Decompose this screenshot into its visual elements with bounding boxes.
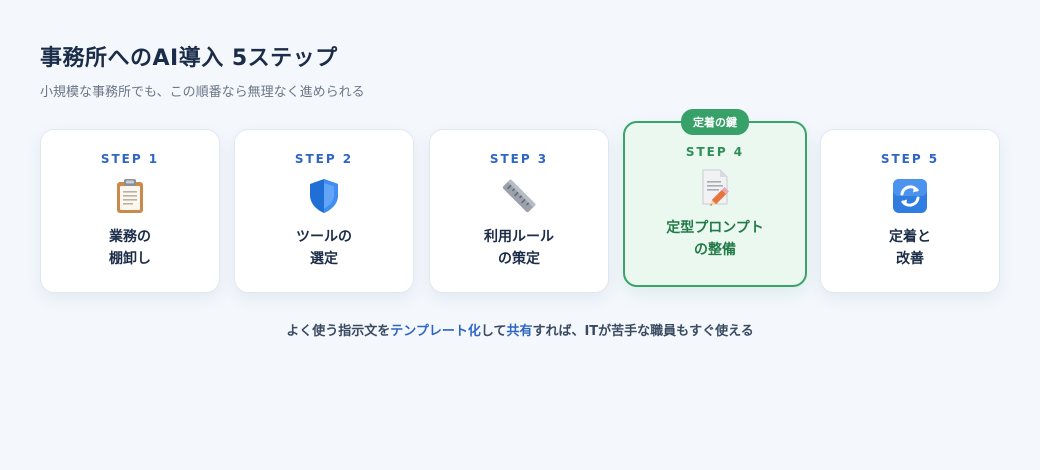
ruler-icon [499,176,539,216]
footer-highlight-template: テンプレート化 [390,324,481,339]
step-label-line2: の策定 [498,251,540,267]
document-pencil-icon [695,167,735,207]
step-card-2: STEP 2 ツールの 選定 [234,129,414,293]
refresh-icon [890,176,930,216]
steps-row: STEP 1 業務の 棚卸し STEP 2 [40,109,1000,293]
step-number: STEP 1 [100,152,160,166]
footer-note: よく使う指示文をテンプレート化して共有すれば、ITが苦手な職員もすぐ使える [0,320,1040,339]
step-number: STEP 2 [294,152,354,166]
clipboard-icon [110,176,150,216]
step-label-line2: の整備 [694,242,736,258]
step-card-3: STEP 3 利用ルール の策定 [429,129,609,293]
step-number: STEP 4 [685,145,745,159]
footer-text-2: して [480,324,507,339]
step-label-line1: 業務の [109,229,151,245]
step-label-line1: 定型プロンプト [666,220,764,236]
key-badge: 定着の鍵 [681,109,749,135]
step-card-4: 定着の鍵 STEP 4 定型プロンプト の整備 [623,109,807,287]
step-number: STEP 3 [489,152,549,166]
step-label-line1: 利用ルール [484,229,554,245]
step-card-5: STEP 5 定着と 改善 [820,129,1000,293]
footer-text-3: すれば、ITが苦手な職員もすぐ使える [532,324,754,339]
step-label-line2: 改善 [896,251,924,267]
step-label-line1: ツールの [296,229,352,245]
footer-highlight-share: 共有 [506,324,533,339]
step-number: STEP 5 [880,152,940,166]
step-label-line2: 選定 [310,251,338,267]
footer-text-1: よく使う指示文を [286,324,391,339]
page-title: 事務所へのAI導入 5ステップ [40,46,338,71]
step-label-line2: 棚卸し [109,251,151,267]
step-label-line1: 定着と [889,229,931,245]
shield-icon [304,176,344,216]
step-card-1: STEP 1 業務の 棚卸し [40,129,220,293]
page-subtitle: 小規模な事務所でも、この順番なら無理なく進められる [40,85,365,100]
